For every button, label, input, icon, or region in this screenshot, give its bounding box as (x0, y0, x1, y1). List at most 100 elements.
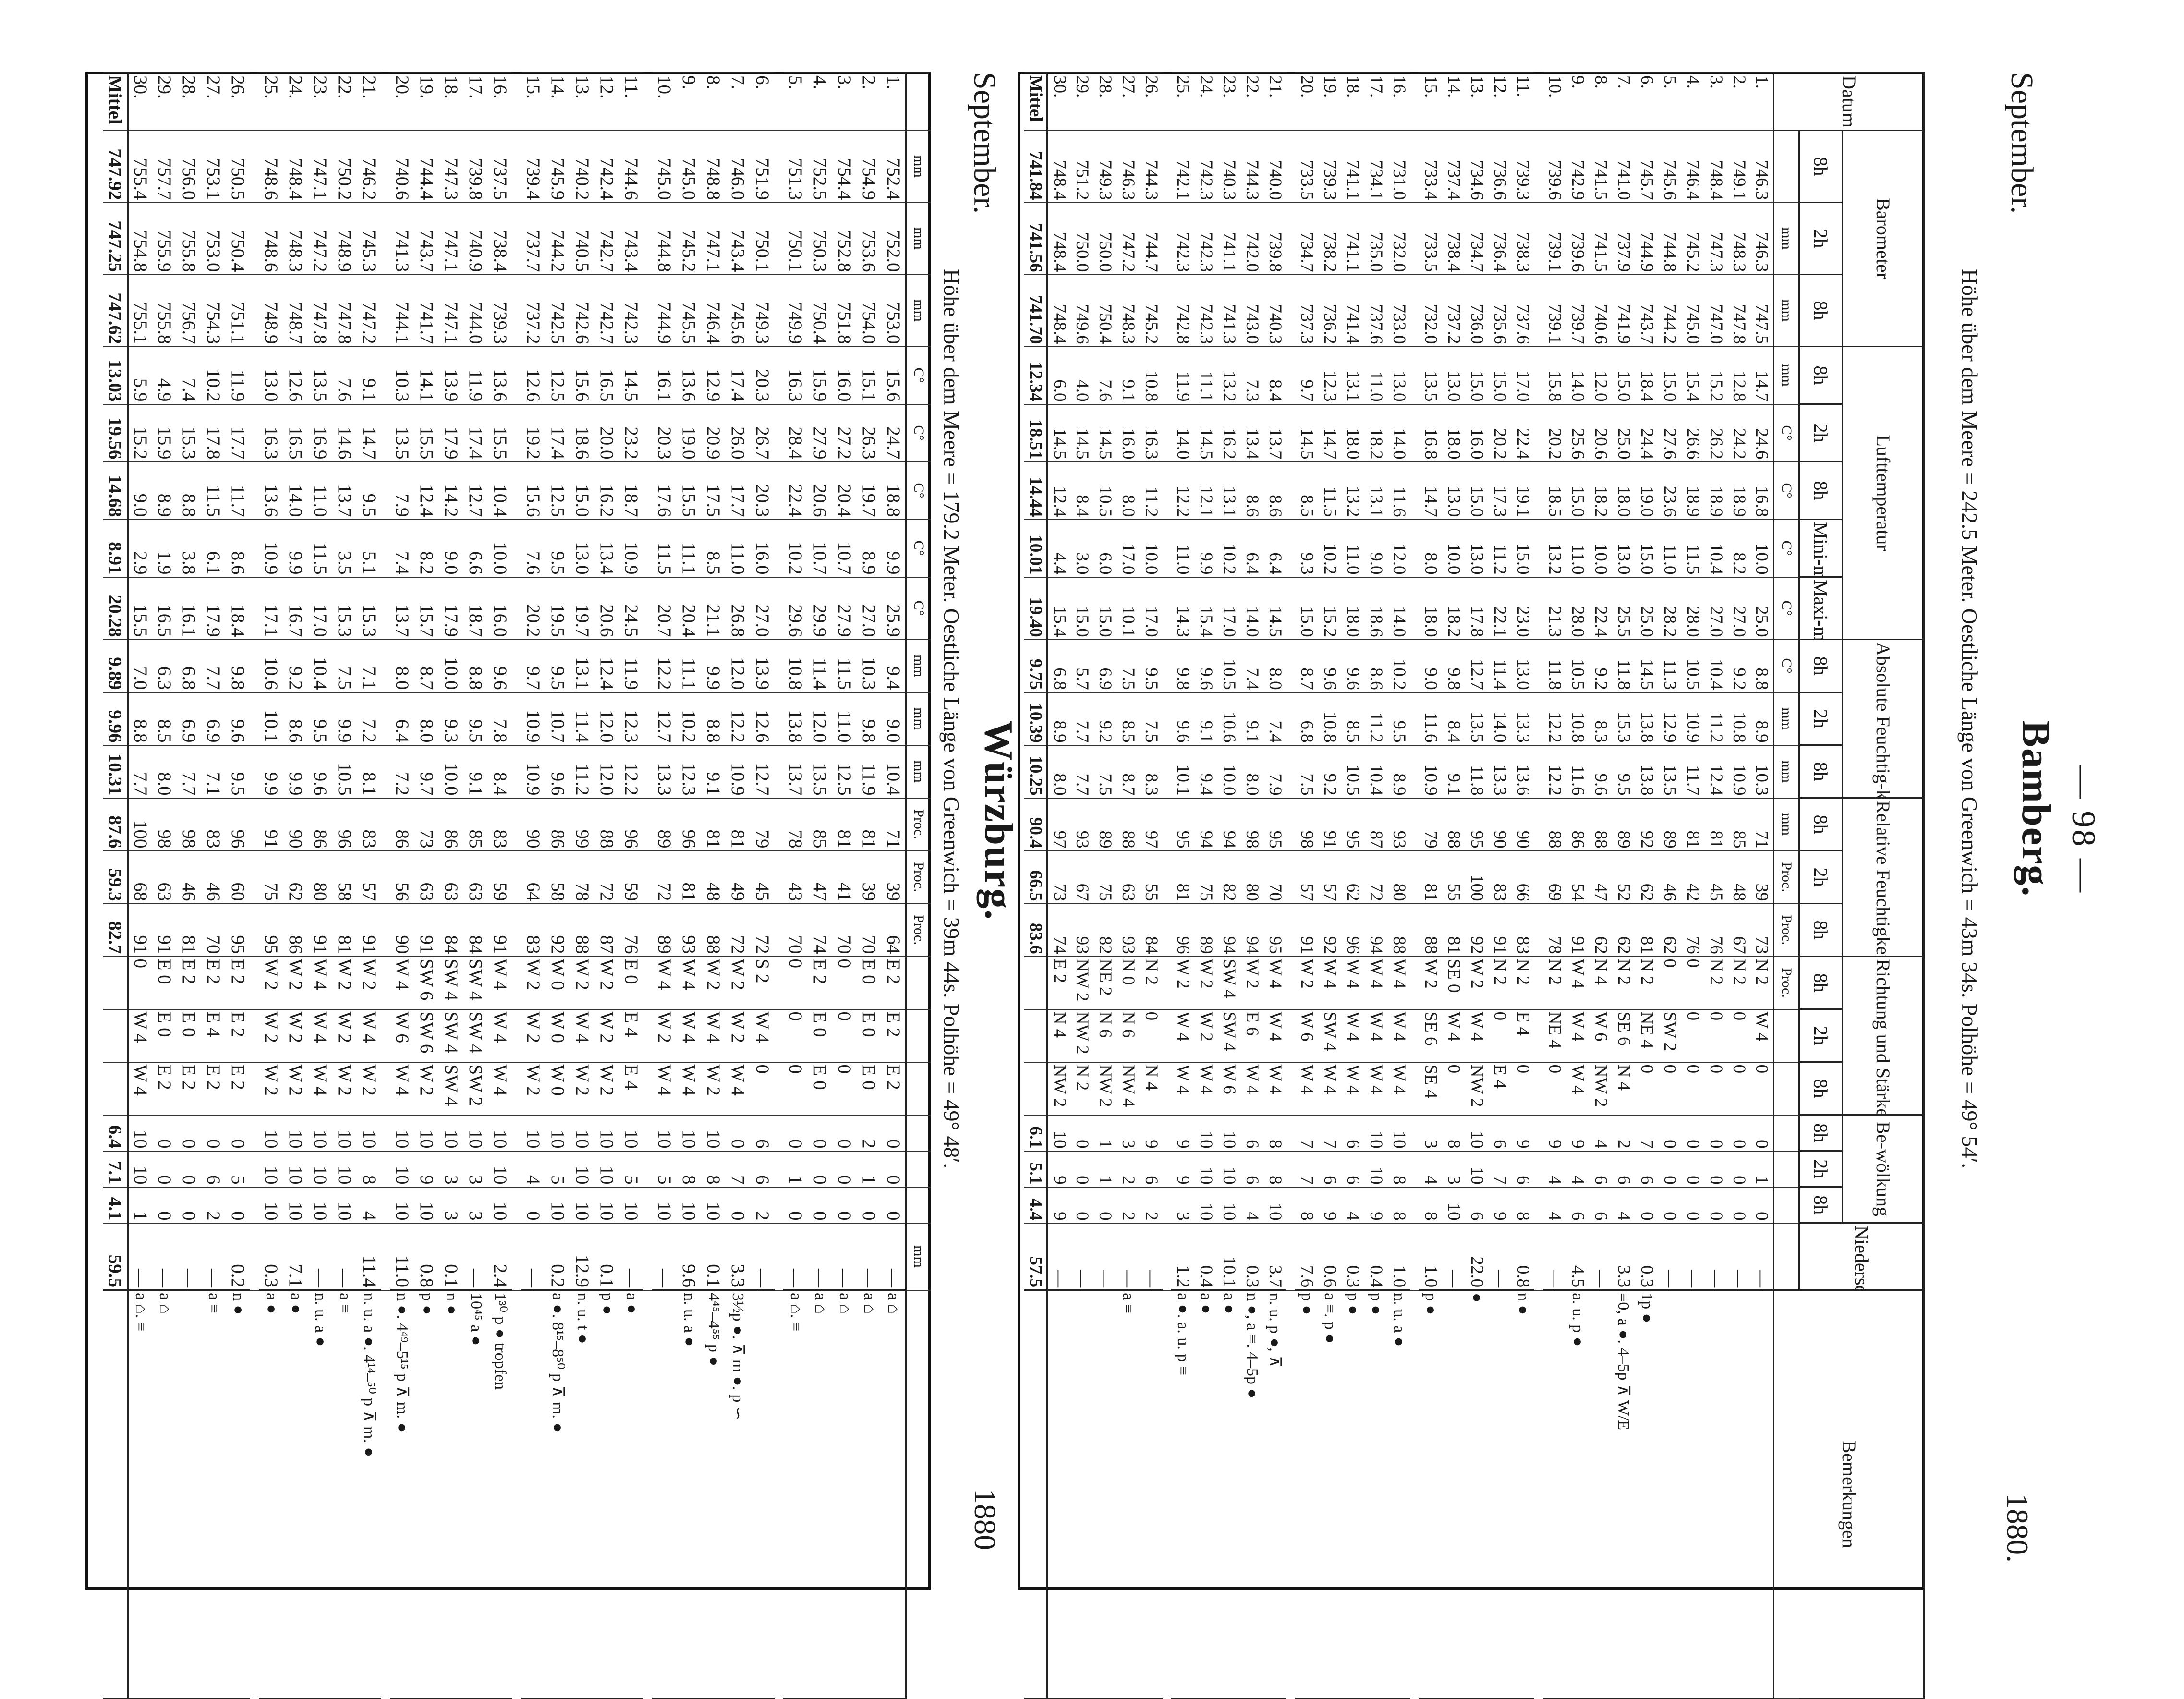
value-cell: 10.2 (1318, 519, 1342, 577)
value-cell: 62 (1589, 903, 1613, 957)
value-cell: 14.44 (1024, 461, 1048, 520)
unit-cell (1773, 1187, 1799, 1223)
value-cell: W 4 (1387, 956, 1411, 1009)
value-cell: 75 (259, 850, 284, 904)
value-cell: 4.4 (1024, 1187, 1048, 1223)
value-cell: W 2 (701, 956, 726, 1009)
value-cell: NW 2 (1589, 1062, 1613, 1115)
remarks-cell (521, 1290, 546, 1699)
value-cell: 10.7 (808, 519, 833, 577)
value-cell: W 2 (521, 1009, 546, 1062)
value-cell: 20.6 (595, 577, 619, 640)
value-cell: 16.2 (595, 461, 619, 520)
value-cell: 23.0 (1511, 577, 1535, 640)
unit-cell: Proc. (906, 850, 931, 904)
value-cell: 13.03 (103, 346, 128, 404)
value-cell: 746.4 (1681, 130, 1705, 203)
value-cell: 5 (652, 1151, 677, 1187)
value-cell: 3 (1419, 1115, 1443, 1151)
value-cell: W 2 (521, 1062, 546, 1115)
value-cell: — (1093, 1223, 1117, 1290)
value-cell: 752.5 (808, 130, 833, 203)
value-cell: 6.9 (201, 692, 226, 745)
value-cell: 9.6 (308, 745, 333, 798)
value-cell: 9.5 (1612, 745, 1636, 798)
value-cell: SW 4 (1217, 1009, 1241, 1062)
value-cell: 26.8 (726, 577, 751, 640)
value-cell: 15.2 (128, 404, 153, 462)
date-cell: 23. (1217, 73, 1241, 131)
value-cell: W 2 (357, 956, 382, 1009)
value-cell: 95 (226, 903, 251, 957)
value-cell: 10.0 (488, 519, 513, 577)
value-cell: 46 (201, 850, 226, 904)
value-cell: 10.6 (259, 639, 284, 692)
header-lufttemperatur: Lufttemperatur (1842, 346, 1924, 640)
value-cell: 0 (832, 1009, 857, 1062)
value-cell: 747.62 (103, 274, 128, 347)
value-cell: 9.2 (1093, 692, 1117, 745)
value-cell: 9.1 (1116, 346, 1140, 404)
value-cell: 8 (1442, 1115, 1466, 1151)
value-cell: 1.2 (1171, 1223, 1195, 1290)
value-cell: 86 (546, 798, 570, 851)
value-cell: 83 (1511, 903, 1535, 957)
value-cell: 10 (488, 1115, 513, 1151)
value-cell: 13.0 (570, 519, 595, 577)
value-cell: W 2 (521, 956, 546, 1009)
value-cell: 742.6 (570, 274, 595, 347)
value-cell: 9.8 (857, 692, 882, 745)
value-cell: 10 (677, 1115, 702, 1151)
value-cell: 66.5 (1024, 850, 1048, 904)
value-cell: 745.0 (652, 130, 677, 203)
value-cell: 739.3 (1318, 130, 1342, 203)
value-cell: 8.7 (414, 639, 439, 692)
value-cell: 18.9 (1704, 461, 1728, 520)
value-cell: 46 (177, 850, 202, 904)
value-cell: 748.3 (1727, 202, 1751, 275)
value-cell: 12.3 (677, 745, 702, 798)
value-cell: 6 (1140, 1151, 1163, 1187)
value-cell: 0 (1704, 1062, 1728, 1115)
value-cell: 4 (1543, 1151, 1566, 1187)
value-cell: 748.4 (283, 130, 308, 203)
value-cell: 9.8 (1171, 639, 1195, 692)
value-cell: 100 (128, 798, 153, 851)
value-cell: 83 (357, 798, 382, 851)
value-cell: 16.3 (1140, 404, 1163, 462)
value-cell: W 4 (1364, 1009, 1388, 1062)
value-cell: W 4 (390, 1062, 415, 1115)
value-cell: 742.3 (1194, 274, 1218, 347)
value-cell: 16.8 (1750, 461, 1774, 520)
value-cell: 10.9 (1681, 692, 1705, 745)
value-cell: 739.1 (1543, 274, 1566, 347)
value-cell: 10.2 (1217, 519, 1241, 577)
value-cell: 18.2 (1364, 404, 1388, 462)
value-cell: 13.0 (1465, 519, 1489, 577)
unit-cell (906, 1009, 931, 1062)
value-cell: 0.2 (226, 1223, 251, 1290)
value-cell: 747.2 (357, 274, 382, 347)
value-cell: 746.3 (1116, 130, 1140, 203)
value-cell: 1 (128, 1187, 153, 1223)
header-sub-8: 8h (1799, 639, 1843, 692)
value-cell: 10 (414, 1187, 439, 1223)
value-cell: 70 (857, 903, 882, 957)
value-cell: 0 (1681, 1115, 1705, 1151)
value-cell: 748.7 (283, 274, 308, 347)
value-cell: W 2 (259, 1062, 284, 1115)
value-cell: 59 (619, 850, 644, 904)
value-cell: 91 (308, 903, 333, 957)
value-cell: 90 (521, 798, 546, 851)
value-cell: 741.0 (1612, 130, 1636, 203)
value-cell: 0 (1681, 1187, 1705, 1223)
value-cell: 7.2 (390, 745, 415, 798)
value-cell: 63 (439, 850, 464, 904)
date-cell: 25. (259, 73, 284, 131)
value-cell: 10.4 (881, 745, 906, 798)
value-cell: 63 (1116, 850, 1140, 904)
value-cell: 8.9 (1047, 692, 1071, 745)
